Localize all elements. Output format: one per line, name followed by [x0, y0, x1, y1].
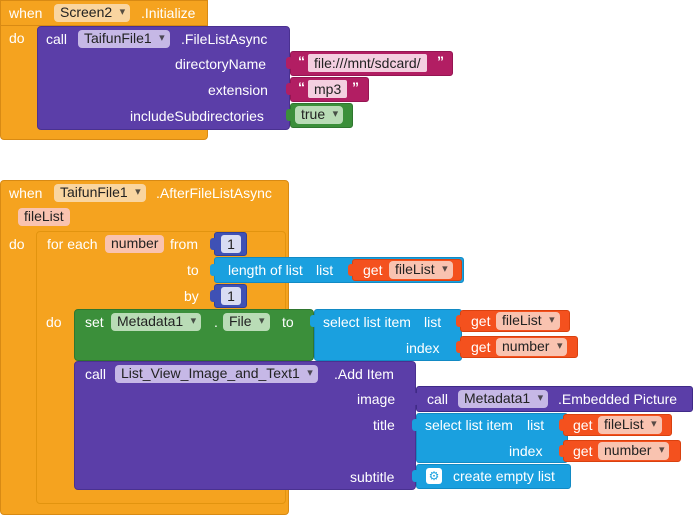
- create-empty-list-label: create empty list: [453, 468, 555, 484]
- event-name-label: .Initialize: [141, 5, 196, 21]
- get-label: get: [471, 313, 491, 329]
- get-label: get: [471, 339, 491, 355]
- input-socket-nub: [412, 470, 419, 482]
- directoryname-value[interactable]: file:///mnt/sdcard/: [308, 54, 427, 72]
- get-variable-dropdown[interactable]: fileList: [496, 312, 560, 330]
- length-of-list-label: length of list: [228, 262, 303, 278]
- input-socket-nub: [559, 419, 566, 431]
- screen-component-dropdown[interactable]: Screen2: [54, 4, 131, 22]
- method-label: .Add Item: [334, 366, 394, 382]
- param-filelist-chip[interactable]: fileList: [18, 208, 70, 226]
- index-kw-label: index: [406, 340, 440, 356]
- quote-close-icon: ”: [437, 53, 444, 69]
- input-socket-nub: [412, 393, 419, 405]
- input-socket-nub: [310, 315, 317, 327]
- to-label: to: [187, 262, 199, 278]
- embedded-picture-label: .Embedded Picture: [558, 391, 678, 407]
- do-label: do: [9, 236, 25, 252]
- param-includesubdirectories-label: includeSubdirectories: [130, 108, 264, 124]
- list-kw-label: list: [316, 262, 334, 278]
- input-socket-nub: [559, 445, 566, 457]
- call-label: call: [427, 391, 449, 407]
- list-kw-label: list: [527, 417, 545, 433]
- gear-icon[interactable]: ⚙: [426, 468, 442, 484]
- input-socket-nub: [210, 238, 217, 250]
- get-label: get: [573, 443, 593, 459]
- taifunfile-event-component-dropdown[interactable]: TaifunFile1: [54, 184, 146, 202]
- metadata-component-dropdown[interactable]: Metadata1: [111, 313, 202, 331]
- when-label: when: [9, 5, 43, 21]
- input-socket-nub: [286, 57, 293, 69]
- by-label: by: [184, 288, 199, 304]
- get-variable-dropdown[interactable]: number: [496, 338, 568, 356]
- input-socket-nub: [348, 264, 355, 276]
- loop-variable-number[interactable]: number: [105, 235, 165, 253]
- dot-label: .: [214, 314, 218, 330]
- metadata-component-dropdown[interactable]: Metadata1: [458, 390, 549, 408]
- input-socket-nub: [210, 264, 217, 276]
- quote-open-icon: “: [298, 79, 305, 95]
- select-list-item-label: select list item: [425, 417, 513, 433]
- extension-value[interactable]: mp3: [308, 80, 348, 98]
- boolean-dropdown[interactable]: true: [295, 106, 344, 124]
- select-list-item-block[interactable]: [314, 309, 462, 361]
- input-socket-nub: [210, 290, 217, 302]
- set-label: set: [85, 314, 104, 330]
- input-socket-nub: [412, 419, 419, 431]
- input-socket-nub: [456, 341, 463, 353]
- get-label: get: [363, 262, 383, 278]
- from-label: from: [170, 236, 198, 252]
- do-label: do: [9, 30, 25, 46]
- listview-component-dropdown[interactable]: List_View_Image_and_Text1: [115, 365, 318, 383]
- get-variable-dropdown[interactable]: number: [598, 442, 670, 460]
- call-label: call: [46, 31, 68, 47]
- title-param-label: title: [373, 417, 395, 433]
- param-extension-label: extension: [208, 82, 268, 98]
- get-variable-dropdown[interactable]: fileList: [598, 416, 662, 434]
- index-kw-label: index: [509, 443, 543, 459]
- property-dropdown[interactable]: File: [223, 313, 270, 331]
- list-kw-label: list: [424, 314, 442, 330]
- method-label: .FileListAsync: [181, 31, 268, 47]
- call-label: call: [85, 366, 107, 382]
- subtitle-param-label: subtitle: [350, 469, 395, 485]
- for-do-label: do: [46, 314, 62, 330]
- input-socket-nub: [286, 83, 293, 95]
- by-value[interactable]: 1: [221, 287, 241, 305]
- input-socket-nub: [286, 109, 293, 121]
- from-value[interactable]: 1: [221, 235, 241, 253]
- quote-close-icon: ”: [352, 79, 359, 95]
- set-to-label: to: [282, 314, 294, 330]
- select-list-item-title-block[interactable]: [416, 413, 568, 463]
- get-label: get: [573, 417, 593, 433]
- input-socket-nub: [456, 315, 463, 327]
- when-label: when: [9, 185, 43, 201]
- quote-open-icon: “: [298, 53, 305, 69]
- param-directoryname-label: directoryName: [175, 56, 267, 72]
- select-list-item-label: select list item: [323, 314, 411, 330]
- get-variable-dropdown[interactable]: fileList: [389, 261, 453, 279]
- taifunfile-component-dropdown[interactable]: TaifunFile1: [78, 30, 170, 48]
- for-each-label: for each: [47, 236, 98, 252]
- image-param-label: image: [357, 391, 396, 407]
- event-name-label: .AfterFileListAsync: [156, 185, 272, 201]
